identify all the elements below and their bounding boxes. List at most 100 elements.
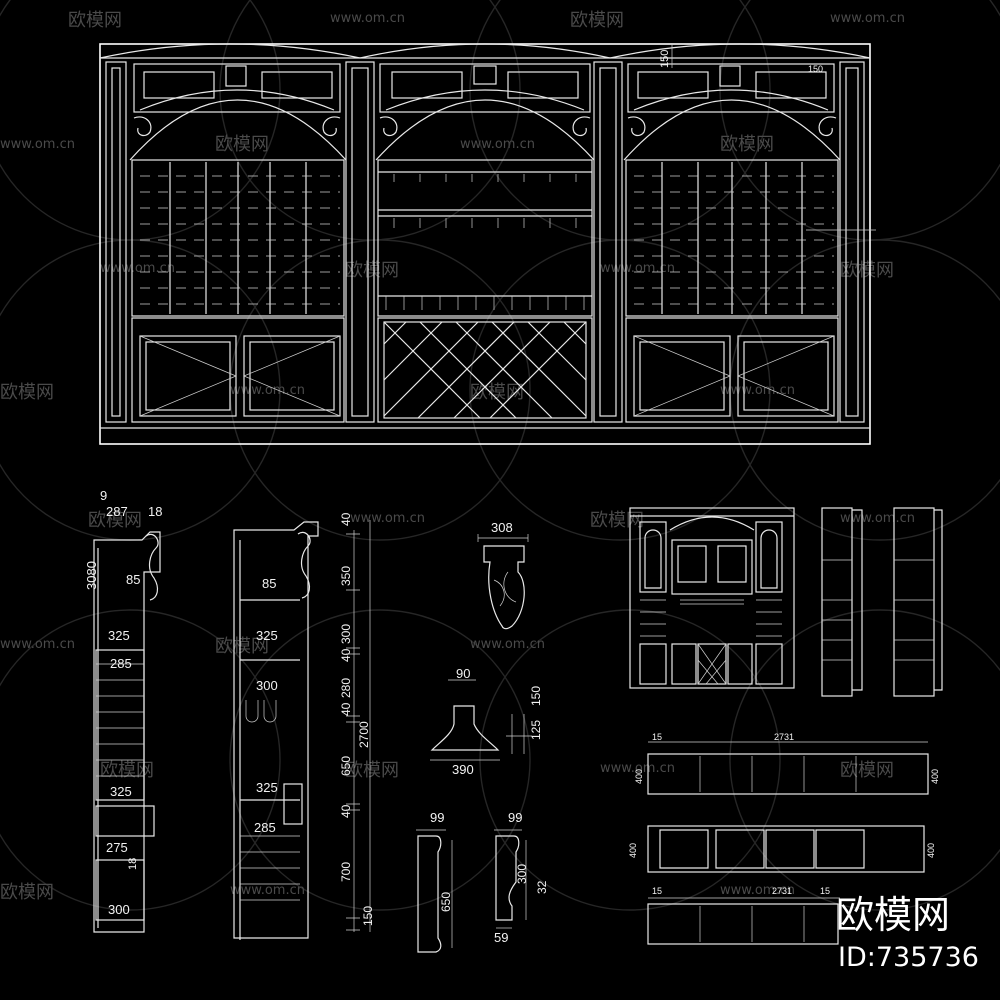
section-mid-dim-left: 285: [254, 820, 276, 835]
wine-rack-right: [625, 159, 839, 317]
watermark-brand: 欧模网: [0, 882, 54, 903]
section-left-dim: 287: [106, 504, 128, 519]
profile-dim: 650: [439, 892, 453, 912]
side-sections: [821, 507, 943, 697]
watermark-site: www.om.cn: [840, 511, 915, 526]
section-mid-dim-left: 325: [256, 780, 278, 795]
elevation-dim-top: 150: [659, 50, 671, 68]
section-middle: 85 325 300 325 285 40 350 300 40 280 40 …: [233, 512, 375, 940]
watermark-site: www.om.cn: [470, 637, 545, 652]
section-mid-dim-right: 280: [339, 678, 353, 698]
watermark-site: www.om.cn: [460, 137, 535, 152]
watermark-brand: 欧模网: [345, 260, 399, 281]
section-mid-dim-right: 350: [339, 566, 353, 586]
plan-dim: 15: [820, 886, 830, 896]
section-left-dim: 9: [100, 488, 107, 503]
watermark-brand: 欧模网: [840, 760, 894, 781]
bracket-dim-top: 308: [491, 520, 513, 535]
watermark-site: www.om.cn: [720, 883, 795, 898]
base-cabinet-right: [625, 317, 839, 423]
watermark-layer: 欧模网 www.om.cn 欧模网 www.om.cn www.om.cn 欧模…: [0, 10, 915, 903]
plan-dim: 15: [652, 732, 662, 742]
watermark-site: www.om.cn: [230, 883, 305, 898]
watermark-brand: 欧模网: [215, 134, 269, 155]
plan-dim: 2731: [772, 886, 792, 896]
base-lattice-center: [377, 317, 593, 423]
watermark-brand: 欧模网: [0, 382, 54, 403]
watermark-site: www.om.cn: [330, 11, 405, 26]
section-mid-dim-right: 40: [339, 648, 353, 662]
main-elevation: 150 150: [99, 43, 876, 445]
section-mid-dim-right: 2700: [357, 721, 371, 748]
section-mid-dim-right: 40: [339, 702, 353, 716]
section-left-dim: 18: [148, 504, 162, 519]
profile-dim: 99: [508, 810, 522, 825]
profile-dim: 59: [494, 930, 508, 945]
section-mid-dim-left: 325: [256, 628, 278, 643]
detail-crown: 90 390 125 150: [430, 666, 543, 777]
section-left-dim: 325: [108, 628, 130, 643]
section-mid-dim-right: 40: [339, 512, 353, 526]
crown-dim: 125: [529, 720, 543, 740]
badge-brand: 欧模网: [836, 893, 950, 937]
section-left-dim: 85: [126, 572, 140, 587]
section-left: 9 287 18 3080 85 325 285 325 275 18 300: [84, 488, 162, 933]
watermark-brand: 欧模网: [720, 134, 774, 155]
section-left-dim: 18: [127, 858, 139, 870]
section-left-dim: 300: [108, 902, 130, 917]
top-panels: [133, 63, 835, 113]
section-mid-dim-right: 40: [339, 804, 353, 818]
watermark-brand: 欧模网: [570, 10, 624, 31]
watermark-brand: 欧模网: [68, 10, 122, 31]
plan-dim: 400: [930, 769, 940, 784]
detail-bracket: 308: [477, 520, 529, 630]
watermark-site: www.om.cn: [600, 261, 675, 276]
watermark-brand: 欧模网: [345, 760, 399, 781]
pilasters: [105, 61, 865, 423]
watermark-brand: 欧模网: [215, 636, 269, 657]
profile-dim: 99: [430, 810, 444, 825]
plan-dim: 2731: [774, 732, 794, 742]
wine-rack-left: [131, 159, 345, 317]
section-left-dim: 325: [110, 784, 132, 799]
profile-dim: 300: [515, 864, 529, 884]
section-mid-dim-right: 650: [339, 756, 353, 776]
watermark-brand: 欧模网: [590, 510, 644, 531]
watermark-brand: 欧模网: [100, 760, 154, 781]
watermark-site: www.om.cn: [600, 761, 675, 776]
crown-dim: 90: [456, 666, 470, 681]
section-mid-dim-left: 85: [262, 576, 276, 591]
crown-dim: 150: [529, 686, 543, 706]
section-mid-dim-right: 150: [361, 906, 375, 926]
profile-dim: 32: [535, 880, 549, 894]
watermark-site: www.om.cn: [230, 383, 305, 398]
brand-badge: 欧模网 ID:735736: [836, 893, 979, 973]
watermark-brand: 欧模网: [840, 260, 894, 281]
section-left-dim: 285: [110, 656, 132, 671]
plan-views: 15 2731 400 400 400 400 15 2731 15: [628, 732, 940, 945]
section-mid-dim-right: 700: [339, 862, 353, 882]
section-mid-dim-right: 300: [339, 624, 353, 644]
base-cabinet-left: [131, 317, 345, 423]
watermark-brand: 欧模网: [88, 510, 142, 531]
watermark-site: www.om.cn: [350, 511, 425, 526]
watermark-site: www.om.cn: [0, 637, 75, 652]
section-left-dim: 275: [106, 840, 128, 855]
detail-profiles: 99 650 99 300 32 59: [416, 810, 549, 953]
section-mid-dim-left: 300: [256, 678, 278, 693]
elevation-dim-150b: 150: [808, 64, 823, 74]
plan-dim: 15: [652, 886, 662, 896]
watermark-site: www.om.cn: [830, 11, 905, 26]
arches: [129, 99, 841, 161]
plan-dim: 400: [926, 843, 936, 858]
plan-dim: 400: [634, 769, 644, 784]
small-elevation: [629, 507, 795, 689]
watermark-site: www.om.cn: [720, 383, 795, 398]
watermark-site: www.om.cn: [100, 261, 175, 276]
section-left-dim: 3080: [84, 561, 99, 590]
glass-rack-center: [377, 159, 593, 317]
badge-id: ID:735736: [838, 942, 979, 973]
plan-dim: 400: [628, 843, 638, 858]
watermark-site: www.om.cn: [0, 137, 75, 152]
